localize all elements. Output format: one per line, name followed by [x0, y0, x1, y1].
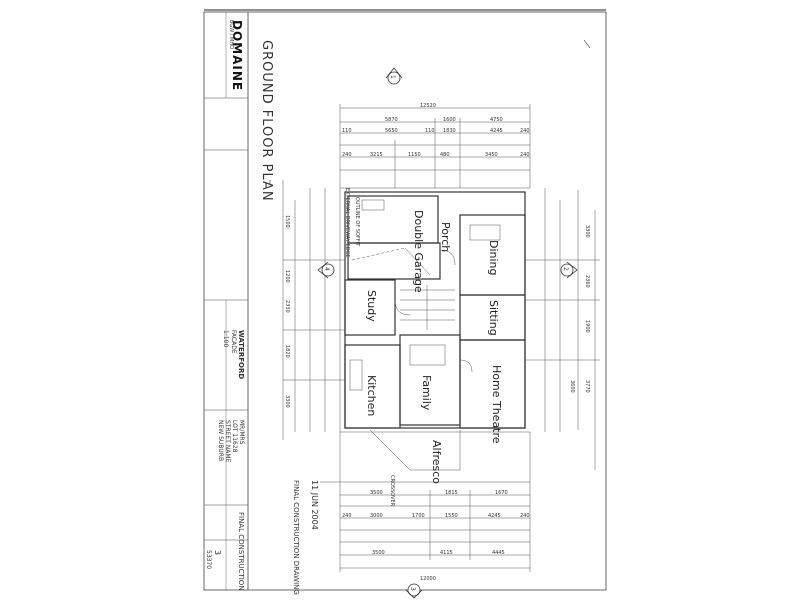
drawing-number: 53370 — [205, 550, 212, 570]
section-marker-3 — [407, 583, 421, 597]
room-dining: Dining — [487, 240, 500, 276]
section-marker-2 — [560, 263, 574, 277]
dim-left-b: 1200 — [284, 270, 290, 283]
final-construction-drawing: FINAL CONSTRUCTION DRAWING — [292, 480, 300, 595]
section-marker-1 — [387, 71, 401, 85]
dim-top-2-c: 110 — [425, 128, 435, 134]
design-facade: FACADE — [230, 330, 237, 354]
drawing-title: GROUND FLOOR PLAN — [259, 40, 274, 202]
room-porch: Porch — [439, 222, 452, 253]
dim-top-3-a: 240 — [342, 152, 352, 158]
dim-top-3-d: 480 — [440, 152, 450, 158]
section-label-2: 2 — [562, 267, 569, 271]
dim-bottom-3-c: 4445 — [492, 550, 505, 556]
section-marker-4 — [321, 263, 335, 277]
room-family: Family — [420, 375, 433, 411]
scale: 1:100 — [222, 330, 229, 348]
dim-right-c: 1900 — [584, 320, 590, 333]
dim-bottom-1-b: 1815 — [445, 490, 458, 496]
date-stamp: 11 JUN 2004 — [310, 480, 319, 530]
driveway-note: EXTERNAL DRIVEWAY EDGE — [344, 188, 350, 258]
street-name: STREET NAME — [224, 420, 231, 463]
section-label-3: 3 — [409, 587, 416, 591]
dim-top-2-e: 4245 — [490, 128, 503, 134]
dim-top-3-b: 3215 — [370, 152, 383, 158]
dim-left-c: 2330 — [284, 300, 290, 313]
room-garage: Double Garage — [412, 210, 425, 293]
dim-bottom-2-b: 3000 — [370, 513, 383, 519]
dim-right-b: 2360 — [584, 275, 590, 288]
design-name: WATERFORD — [237, 330, 245, 380]
dim-top-1-a: 5870 — [385, 117, 398, 123]
room-sitting: Sitting — [487, 300, 500, 336]
title-block-design-code: BGW / MHO — [228, 20, 234, 50]
dim-bottom-2-e: 4245 — [488, 513, 501, 519]
dim-top-1-c: 4750 — [490, 117, 503, 123]
dim-bottom-1-a: 3500 — [370, 490, 383, 496]
overall-dim-bottom: 12000 — [420, 576, 436, 582]
dim-left-e: 3300 — [284, 395, 290, 408]
dim-bottom-3-a: 3500 — [372, 550, 385, 556]
final-construction-stamp: FINAL CONSTRUCTION — [237, 512, 245, 591]
dim-left-d: 1820 — [284, 345, 290, 358]
dim-top-2-d: 1830 — [443, 128, 456, 134]
sheet-number: 3 — [213, 550, 222, 556]
dim-bottom-2-c: 1700 — [412, 513, 425, 519]
dim-left-a: 1500 — [284, 215, 290, 228]
dim-bottom-2-d: 1550 — [445, 513, 458, 519]
section-label-1: 1 — [389, 75, 396, 79]
suburb: NEW SUBURB — [217, 420, 224, 462]
room-home-theatre: Home Theatre — [490, 365, 503, 444]
dim-bottom-2-f: 240 — [520, 513, 530, 519]
dim-right-e: 3600 — [569, 380, 575, 393]
dim-top-3-f: 240 — [520, 152, 530, 158]
dim-top-3-c: 1150 — [408, 152, 421, 158]
lot-number: LOT 11628 — [231, 420, 238, 453]
dim-bottom-1-c: 1670 — [495, 490, 508, 496]
crossover-note: CROSSOVER — [389, 475, 395, 507]
client-name: MR/MRS — [238, 420, 245, 445]
room-study: Study — [365, 290, 378, 322]
dim-top-1-b: 1600 — [443, 117, 456, 123]
dim-top-2-f: 240 — [520, 128, 530, 134]
section-label-4: 4 — [323, 267, 330, 271]
soffit-note: OUTLINE OF SOFFIT — [354, 197, 360, 247]
room-kitchen: Kitchen — [365, 375, 378, 417]
dim-bottom-2-a: 240 — [342, 513, 352, 519]
dim-bottom-3-b: 4115 — [440, 550, 453, 556]
room-alfresco: Alfresco — [430, 440, 443, 485]
dim-top-2-b: 5650 — [385, 128, 398, 134]
dim-right-a: 3300 — [584, 225, 590, 238]
dim-top-2-a: 110 — [342, 128, 352, 134]
overall-dim-top: 12520 — [420, 103, 436, 109]
dim-right-d: 3770 — [584, 380, 590, 393]
dim-top-3-e: 3450 — [485, 152, 498, 158]
